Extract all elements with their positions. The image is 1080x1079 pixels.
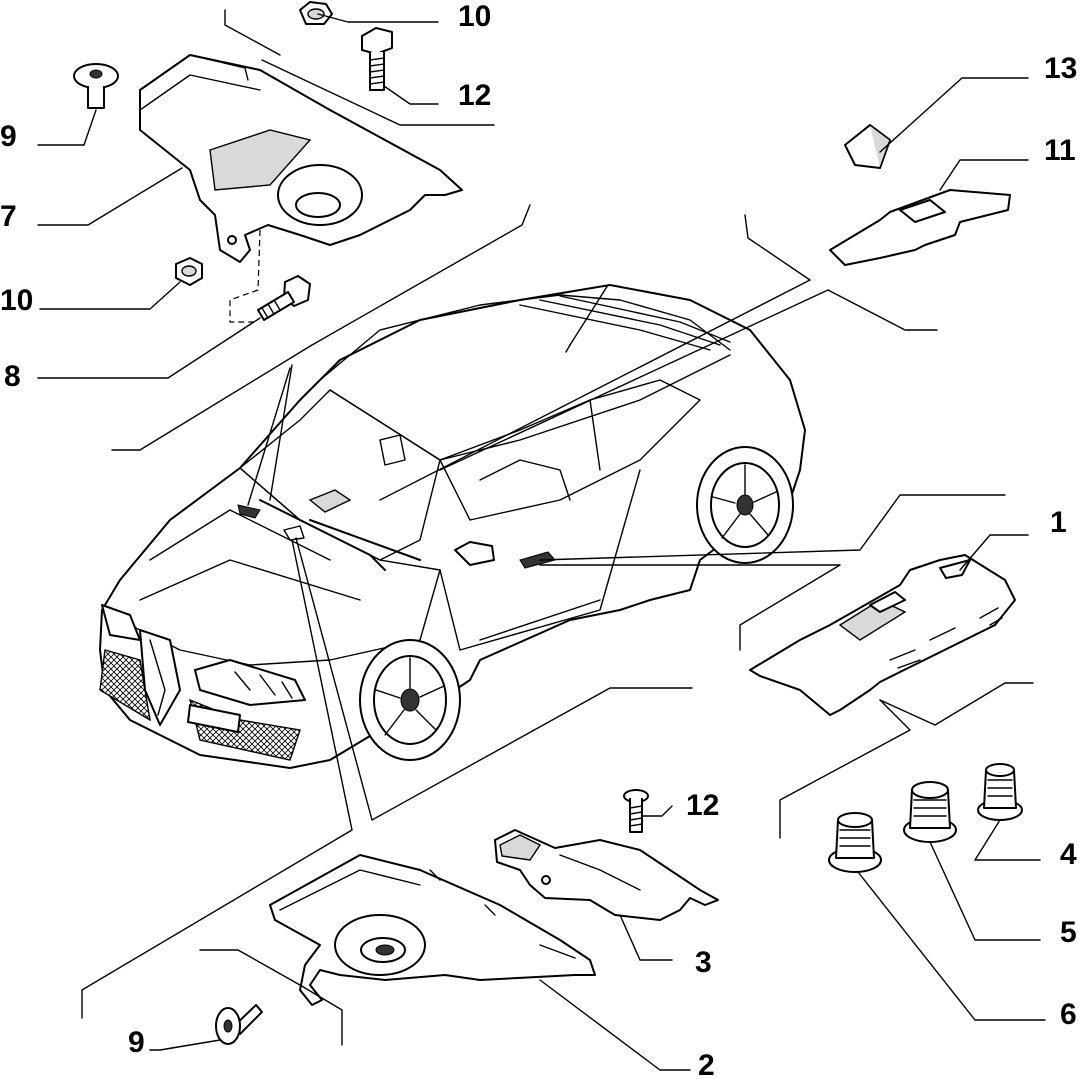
- callout-12-bottom: 12: [686, 789, 719, 822]
- part-10-nut-mid: [175, 257, 203, 286]
- front-wheel: [359, 639, 461, 761]
- part-9-clip-bottom: [215, 1004, 263, 1045]
- callout-10-mid: 10: [0, 284, 33, 317]
- part-3-bracket: [494, 829, 719, 921]
- callout-10-top: 10: [458, 0, 491, 33]
- callout-11: 11: [1044, 134, 1076, 167]
- part-5-fastener: [903, 781, 957, 843]
- callout-2: 2: [698, 1049, 715, 1079]
- part-9-clip-top: [73, 63, 119, 109]
- part-11-plate: [829, 189, 1011, 266]
- callout-13: 13: [1044, 52, 1077, 85]
- rear-wheel: [696, 446, 794, 564]
- callout-12-top: 12: [458, 79, 491, 112]
- part-2-bracket: [269, 854, 596, 1006]
- car-illustration: [99, 284, 806, 769]
- callout-9-top: 9: [0, 120, 17, 153]
- callout-4: 4: [1060, 838, 1077, 871]
- callout-6: 6: [1060, 998, 1077, 1031]
- leader-lines: [37, 9, 1046, 1071]
- callout-5: 5: [1060, 916, 1077, 949]
- callout-1: 1: [1050, 506, 1067, 539]
- callout-9-bottom: 9: [128, 1026, 145, 1059]
- part-13-block: [844, 124, 891, 169]
- callout-8: 8: [4, 360, 21, 393]
- callout-7: 7: [0, 200, 17, 233]
- part-4-fastener: [977, 763, 1023, 821]
- part-12-bolt-bottom: [623, 789, 649, 833]
- callout-3: 3: [695, 946, 712, 979]
- part-7-8-connector: [229, 229, 261, 323]
- part-8-bolt: [257, 275, 311, 321]
- part-7-bracket: [139, 54, 463, 263]
- part-6-fastener: [828, 812, 882, 873]
- part-12-bolt-top: [361, 27, 393, 91]
- part-10-nut-top: [299, 1, 333, 25]
- part-1-bracket: [749, 554, 1016, 716]
